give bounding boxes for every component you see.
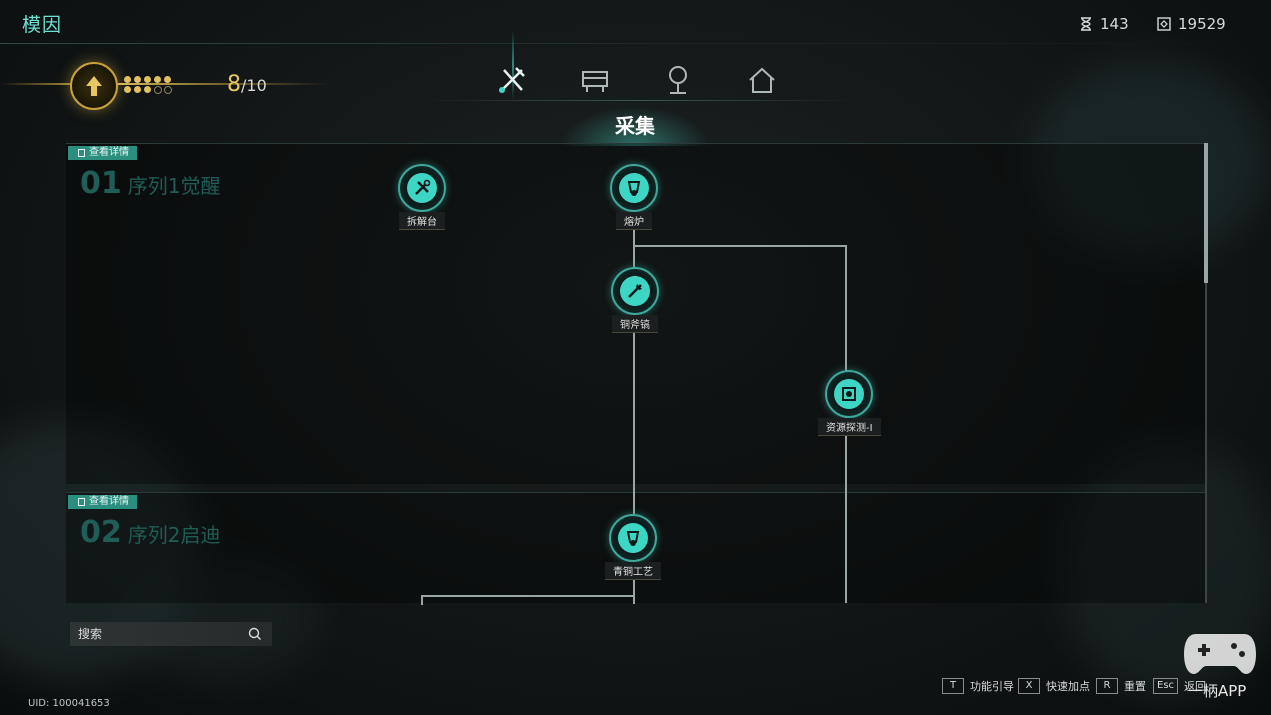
level-glow-line (0, 83, 330, 85)
level-pip (144, 86, 151, 93)
key-cap: Esc (1153, 678, 1179, 694)
hint-label: 重置 (1124, 680, 1146, 693)
skill-node-ring (825, 370, 874, 418)
wrench-gear-icon (415, 179, 431, 195)
gamepad-icon (1184, 634, 1256, 674)
skill-node-label: 拆解台 (399, 212, 445, 230)
cube-icon (1157, 17, 1171, 31)
skill-node-ring (609, 514, 657, 562)
level-pip (154, 86, 162, 94)
section-heading-01: 01 序列1觉醒 (80, 166, 220, 201)
level-emblem (70, 62, 118, 110)
view-details-label: 查看详情 (89, 496, 129, 507)
scanner-icon (842, 387, 857, 401)
level-pip (144, 76, 151, 83)
level-pip (124, 86, 131, 93)
bronze-craft-icon (626, 531, 640, 546)
search-box[interactable] (70, 622, 272, 646)
skill-node-label: 青铜工艺 (605, 562, 661, 580)
level-pip (154, 76, 161, 83)
connector-vertical-main (633, 224, 635, 604)
watermark: 一柄APP (1188, 682, 1247, 700)
level-pip (164, 76, 171, 83)
arrow-up-icon (86, 76, 102, 96)
skill-node-disassembly[interactable]: 拆解台 (398, 164, 446, 230)
section-heading-02: 02 序列2启迪 (80, 515, 220, 550)
level-pip (134, 86, 141, 93)
hint-label: 返回 (1184, 680, 1207, 693)
house-icon (749, 67, 775, 93)
level-pip (134, 76, 141, 83)
tabs-divider (420, 100, 860, 101)
connector-left-down (421, 595, 423, 605)
skill-node-resource-scan[interactable]: 资源探测-I (818, 370, 881, 436)
hint-back[interactable]: Esc 返回 (1153, 678, 1206, 694)
key-cap: R (1096, 678, 1118, 694)
connector-left-branch (422, 595, 634, 597)
resource-hourglass: 143 (1078, 15, 1129, 33)
hint-label: 快速加点 (1046, 680, 1090, 693)
page-title: 模因 (22, 14, 63, 36)
document-icon (78, 498, 85, 506)
pickaxe-tools-icon (499, 67, 525, 93)
section-name: 序列1觉醒 (127, 174, 221, 198)
level-progress: 8/10 (227, 72, 267, 97)
tab-plant[interactable] (656, 58, 700, 102)
hourglass-count: 143 (1100, 15, 1129, 33)
skill-node-ring (611, 267, 659, 315)
resource-cube: 19529 (1156, 15, 1226, 33)
skill-node-copper-axe[interactable]: 铜斧镐 (611, 267, 659, 333)
cube-count: 19529 (1178, 15, 1226, 33)
top-divider (0, 43, 1271, 44)
axe-pickaxe-icon (628, 284, 642, 298)
section-name: 序列2启迪 (127, 523, 221, 547)
section-number: 01 (80, 166, 122, 201)
tab-workbench[interactable] (573, 58, 617, 102)
skill-node-ring (398, 164, 446, 212)
level-current: 8 (227, 72, 241, 97)
tab-building[interactable] (740, 58, 784, 102)
user-id: UID: 100041653 (28, 698, 110, 709)
search-icon[interactable] (248, 627, 262, 641)
skill-node-label: 铜斧镐 (612, 315, 658, 333)
hint-guide[interactable]: T 功能引导 (942, 678, 1014, 694)
level-max: /10 (241, 76, 267, 95)
hint-label: 功能引导 (970, 680, 1014, 693)
skill-node-ring (610, 164, 658, 212)
view-details-label: 查看详情 (89, 147, 129, 158)
view-details-button-01[interactable]: 查看详情 (68, 146, 137, 160)
skill-node-label: 熔炉 (616, 212, 652, 230)
search-input[interactable] (70, 626, 248, 642)
scrollbar-track[interactable] (1205, 143, 1207, 603)
key-cap: T (942, 678, 964, 694)
view-details-button-02[interactable]: 查看详情 (68, 495, 137, 509)
level-pip (124, 76, 131, 83)
level-pip (164, 86, 172, 94)
plant-tree-icon (669, 66, 687, 94)
skill-node-furnace[interactable]: 熔炉 (610, 164, 658, 230)
furnace-icon (627, 181, 641, 196)
workbench-icon (582, 71, 608, 92)
level-pips (124, 76, 184, 96)
active-tab-beam (512, 30, 514, 100)
skill-node-label: 资源探测-I (818, 418, 881, 436)
scrollbar-thumb[interactable] (1204, 143, 1208, 283)
section-number: 02 (80, 515, 122, 550)
hint-reset[interactable]: R 重置 (1096, 678, 1146, 694)
key-cap: X (1018, 678, 1040, 694)
document-icon (78, 149, 85, 157)
tab-tools[interactable] (490, 58, 534, 102)
skill-node-bronze-craft[interactable]: 青铜工艺 (605, 514, 661, 580)
hourglass-icon (1081, 17, 1091, 31)
category-title: 采集 (560, 106, 710, 146)
connector-to-scanner (633, 245, 846, 247)
hint-quick-add[interactable]: X 快速加点 (1018, 678, 1090, 694)
